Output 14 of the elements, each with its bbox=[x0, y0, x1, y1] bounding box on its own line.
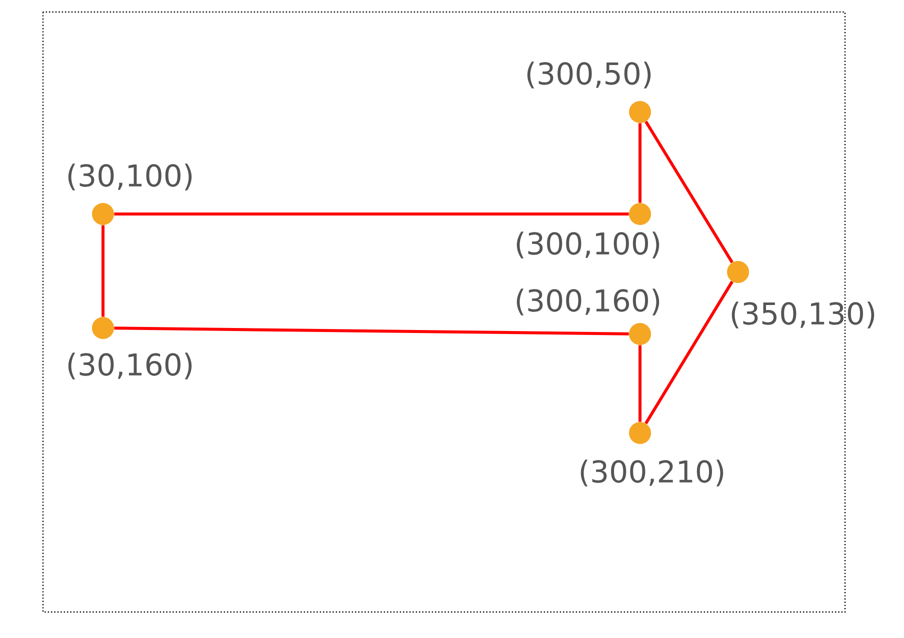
point-label: (30,100) bbox=[68, 164, 192, 190]
point-label: (30,160) bbox=[68, 352, 192, 380]
line bbox=[102, 225, 104, 317]
line bbox=[638, 345, 642, 422]
point-label: (300,160) bbox=[516, 288, 660, 316]
point-label: (350,130) bbox=[732, 302, 874, 328]
point-label: (300,210) bbox=[580, 460, 724, 486]
line bbox=[644, 120, 734, 264]
line bbox=[114, 326, 629, 336]
line bbox=[114, 212, 629, 216]
point-label: (300,50) bbox=[527, 62, 651, 88]
line bbox=[644, 280, 734, 424]
line bbox=[638, 123, 642, 203]
point-label: (300,100) bbox=[516, 232, 660, 258]
